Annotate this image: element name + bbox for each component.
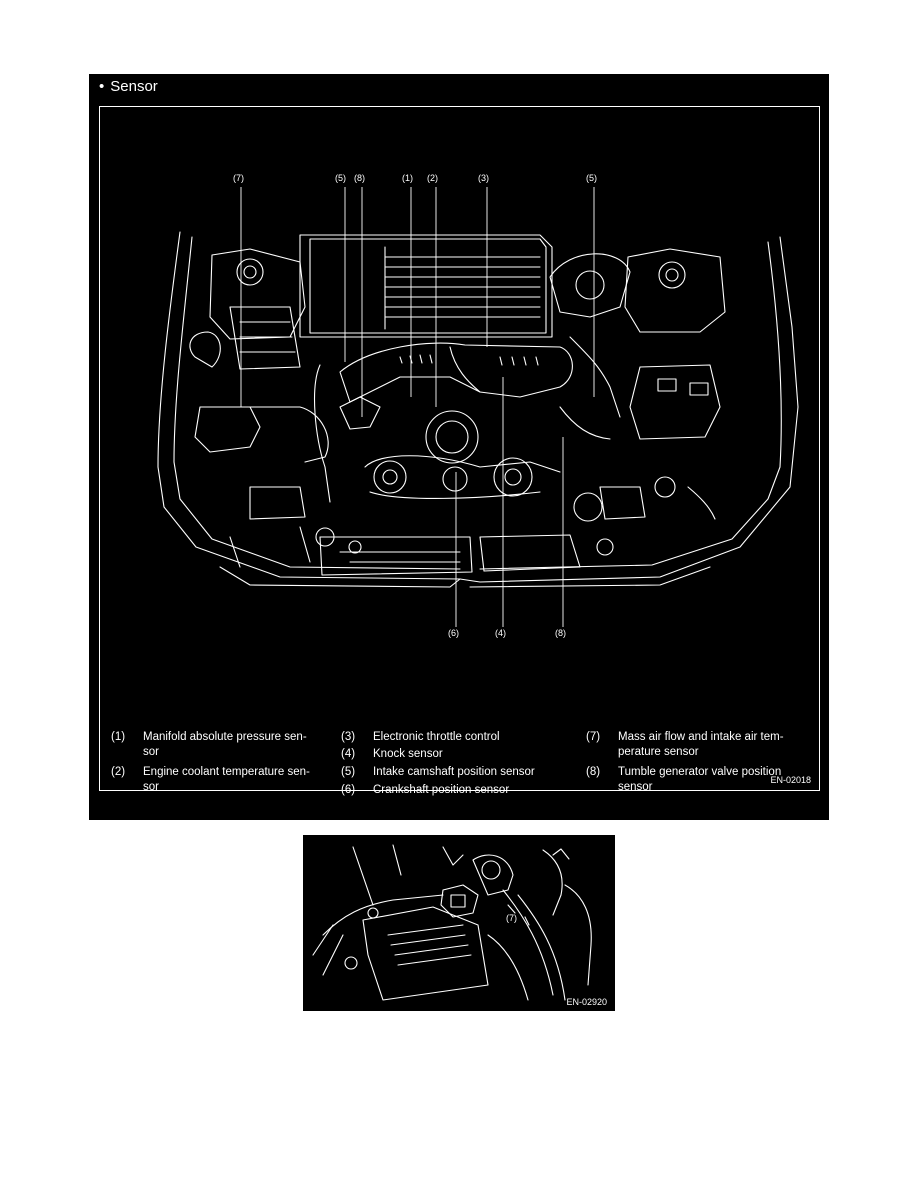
legend-num: (8) [586, 766, 601, 778]
legend-num: (6) [341, 784, 356, 796]
legend-num: (3) [341, 731, 356, 743]
legend-item-3: (3) Electronic throttle control [341, 730, 571, 746]
callout-8-bottom: (8) [555, 628, 566, 638]
legend-num: (7) [586, 731, 601, 743]
callout-5-left: (5) [335, 173, 346, 183]
legend-item-2: (2) Engine coolant temperature sen-sor [111, 765, 321, 797]
legend-num: (5) [341, 766, 356, 778]
callout-8-top: (8) [354, 173, 365, 183]
callout-2: (2) [427, 173, 438, 183]
legend-item-1: (1) Manifold absolute pressure sen-sor [111, 730, 321, 762]
section-title: • Sensor [99, 78, 158, 95]
engine-bay-illustration [157, 187, 799, 627]
legend-item-7: (7) Mass air flow and intake air tem-per… [586, 730, 801, 762]
legend-num: (2) [111, 766, 126, 778]
callout-5-right: (5) [586, 173, 597, 183]
callout-7-top: (7) [233, 173, 244, 183]
section-title-text: Sensor [110, 78, 158, 95]
callout-4: (4) [495, 628, 506, 638]
maf-sensor-drawing [312, 844, 592, 1001]
legend-item-4: (4) Knock sensor [341, 747, 571, 763]
legend-num: (4) [341, 748, 356, 760]
figure-code: EN-02018 [770, 775, 811, 785]
callout-3: (3) [478, 173, 489, 183]
photo2-callout-7: (7) [506, 913, 517, 923]
legend-text: Manifold absolute pressure sen-sor [143, 731, 307, 758]
maf-sensor-illustration: (7) EN-02920 [303, 835, 615, 1011]
legend-item-5: (5) Intake camshaft position sensor [341, 765, 571, 781]
callout-6: (6) [448, 628, 459, 638]
legend-text: Engine coolant temperature sen-sor [143, 766, 310, 793]
legend-text: Knock sensor [373, 748, 443, 760]
legend-text: Intake camshaft position sensor [373, 766, 535, 778]
legend-num: (1) [111, 731, 126, 743]
photo2-code: EN-02920 [566, 997, 607, 1007]
bullet-icon: • [99, 78, 105, 95]
legend-text: Tumble generator valve position sensor [618, 766, 782, 793]
main-figure: • Sensor [89, 74, 829, 820]
engine-diagram-frame: (7) (5) (8) (1) (2) (3) (5) (6) (4) (8) … [99, 106, 820, 791]
legend-text: Crankshaft position sensor [373, 784, 510, 796]
legend-text: Mass air flow and intake air tem-peratur… [618, 731, 784, 758]
legend-item-8: (8) Tumble generator valve position sens… [586, 765, 801, 797]
callout-1: (1) [402, 173, 413, 183]
legend-item-6: (6) Crankshaft position sensor [341, 783, 571, 799]
legend-text: Electronic throttle control [373, 731, 500, 743]
